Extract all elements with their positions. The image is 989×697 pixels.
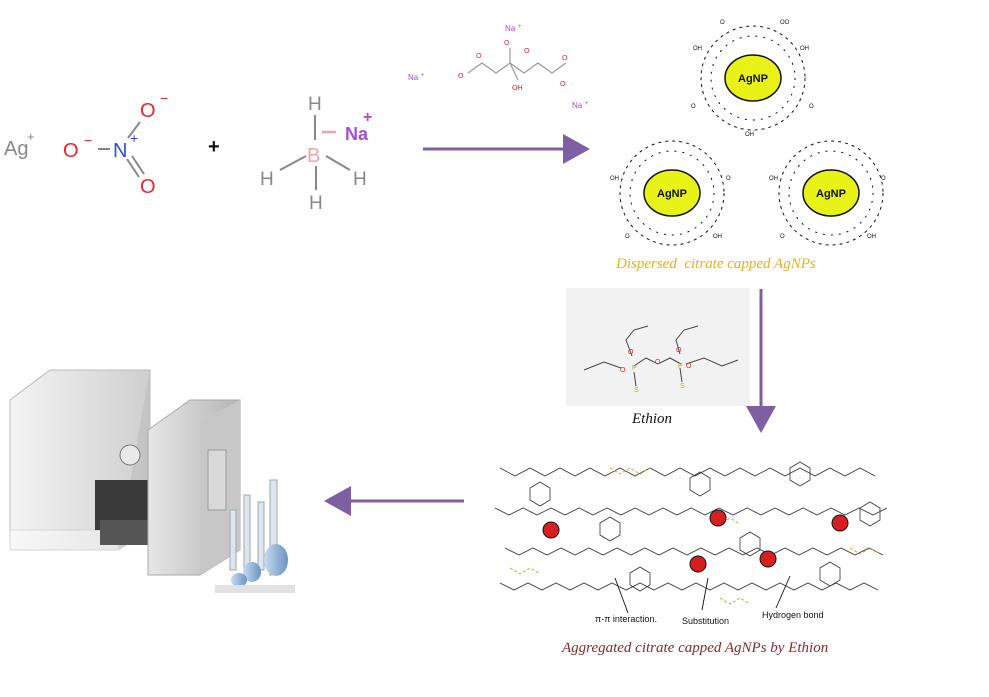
aggregated-agnp-5 (831, 514, 849, 532)
svg-text:AgNP: AgNP (816, 188, 846, 200)
svg-text:AgNP: AgNP (738, 73, 768, 85)
svg-text:O: O (625, 234, 630, 240)
nitrogen-charge: + (130, 130, 138, 146)
svg-text:P: P (678, 363, 683, 370)
svg-text:OO: OO (780, 20, 790, 26)
label-substitution: Substitution (682, 616, 729, 626)
aggregated-agnp-4 (709, 509, 727, 527)
boron-symbol: B (307, 145, 320, 167)
agnp-right: AgNP (802, 169, 860, 217)
oxygen-top: O (140, 100, 156, 122)
aggregated-agnp-2 (689, 555, 707, 573)
oxygen-left: O (63, 140, 79, 162)
oxygen-top-charge: − (160, 90, 168, 106)
svg-text:O: O (809, 104, 814, 110)
svg-text:OH: OH (713, 234, 722, 240)
svg-text:OH: OH (693, 46, 702, 52)
svg-text:P: P (632, 365, 637, 372)
citrate-sodium-right: Na (572, 101, 583, 110)
svg-text:O: O (504, 40, 510, 47)
caption-dispersed: Dispersed citrate capped AgNPs (616, 256, 816, 272)
svg-text:OH: OH (769, 176, 778, 182)
label-hydrogen-bond: Hydrogen bond (762, 610, 824, 620)
agnp-top: AgNP (724, 54, 782, 102)
spectrophotometer-illustration (9, 369, 295, 593)
svg-text:O: O (881, 176, 886, 182)
citrate-sodium-top: Na (505, 24, 516, 33)
aggregated-agnps-illustration: π-π interaction. Substitution Hydrogen b… (494, 461, 888, 626)
svg-text:OH: OH (745, 132, 754, 138)
svg-text:O: O (476, 53, 482, 60)
silver-charge: + (27, 129, 35, 144)
svg-text:O: O (560, 81, 566, 88)
svg-text:OH: OH (800, 46, 809, 52)
sodium-borohydride-structure: H Na + B H H H (260, 94, 372, 214)
hydrogen-bottom: H (309, 193, 323, 214)
hydrogen-top: H (308, 94, 322, 115)
svg-text:O: O (686, 363, 692, 370)
svg-text:O: O (691, 104, 696, 110)
citrate-sodium-left: Na (408, 73, 419, 82)
svg-text:O: O (726, 176, 731, 182)
svg-text:AgNP: AgNP (657, 188, 687, 200)
svg-text:O: O (655, 359, 661, 366)
reaction-plus-sign: + (208, 136, 220, 158)
sodium-charge: + (363, 109, 372, 126)
svg-text:O: O (458, 73, 464, 80)
svg-text:S: S (680, 383, 685, 390)
svg-text:+: + (585, 101, 589, 107)
aggregated-agnp-3 (759, 550, 777, 568)
oxygen-left-charge: − (84, 132, 92, 148)
svg-text:O: O (676, 347, 682, 354)
silver-symbol: Ag (4, 138, 28, 160)
svg-text:OH: OH (610, 176, 619, 182)
oxygen-bottom: O (140, 176, 156, 198)
trisodium-citrate-structure: Na + Na + Na + OH O O O O O O (408, 24, 589, 110)
svg-text:O: O (562, 55, 568, 62)
ethion-structure: O O P S O P O O S (566, 288, 750, 406)
aggregated-agnp-1 (542, 521, 560, 539)
sodium-symbol: Na (345, 124, 369, 144)
svg-text:OH: OH (512, 85, 523, 92)
hydrogen-left: H (260, 169, 274, 190)
hydrogen-right: H (353, 169, 367, 190)
svg-text:OH: OH (867, 234, 876, 240)
label-pi-pi-interaction: π-π interaction. (595, 614, 657, 624)
svg-text:O: O (524, 48, 530, 55)
agnp-left: AgNP (643, 169, 701, 217)
caption-ethion: Ethion (632, 411, 672, 427)
nitrogen-symbol: N (113, 140, 127, 162)
svg-text:+: + (421, 73, 425, 79)
svg-text:+: + (518, 24, 522, 30)
svg-text:O: O (720, 20, 725, 26)
silver-nitrate-structure: Ag + O − N + O − O (4, 90, 168, 198)
svg-text:O: O (620, 367, 626, 374)
svg-text:S: S (634, 387, 639, 394)
svg-text:O: O (780, 234, 785, 240)
svg-text:O: O (628, 349, 634, 356)
caption-aggregated: Aggregated citrate capped AgNPs by Ethio… (562, 640, 829, 656)
